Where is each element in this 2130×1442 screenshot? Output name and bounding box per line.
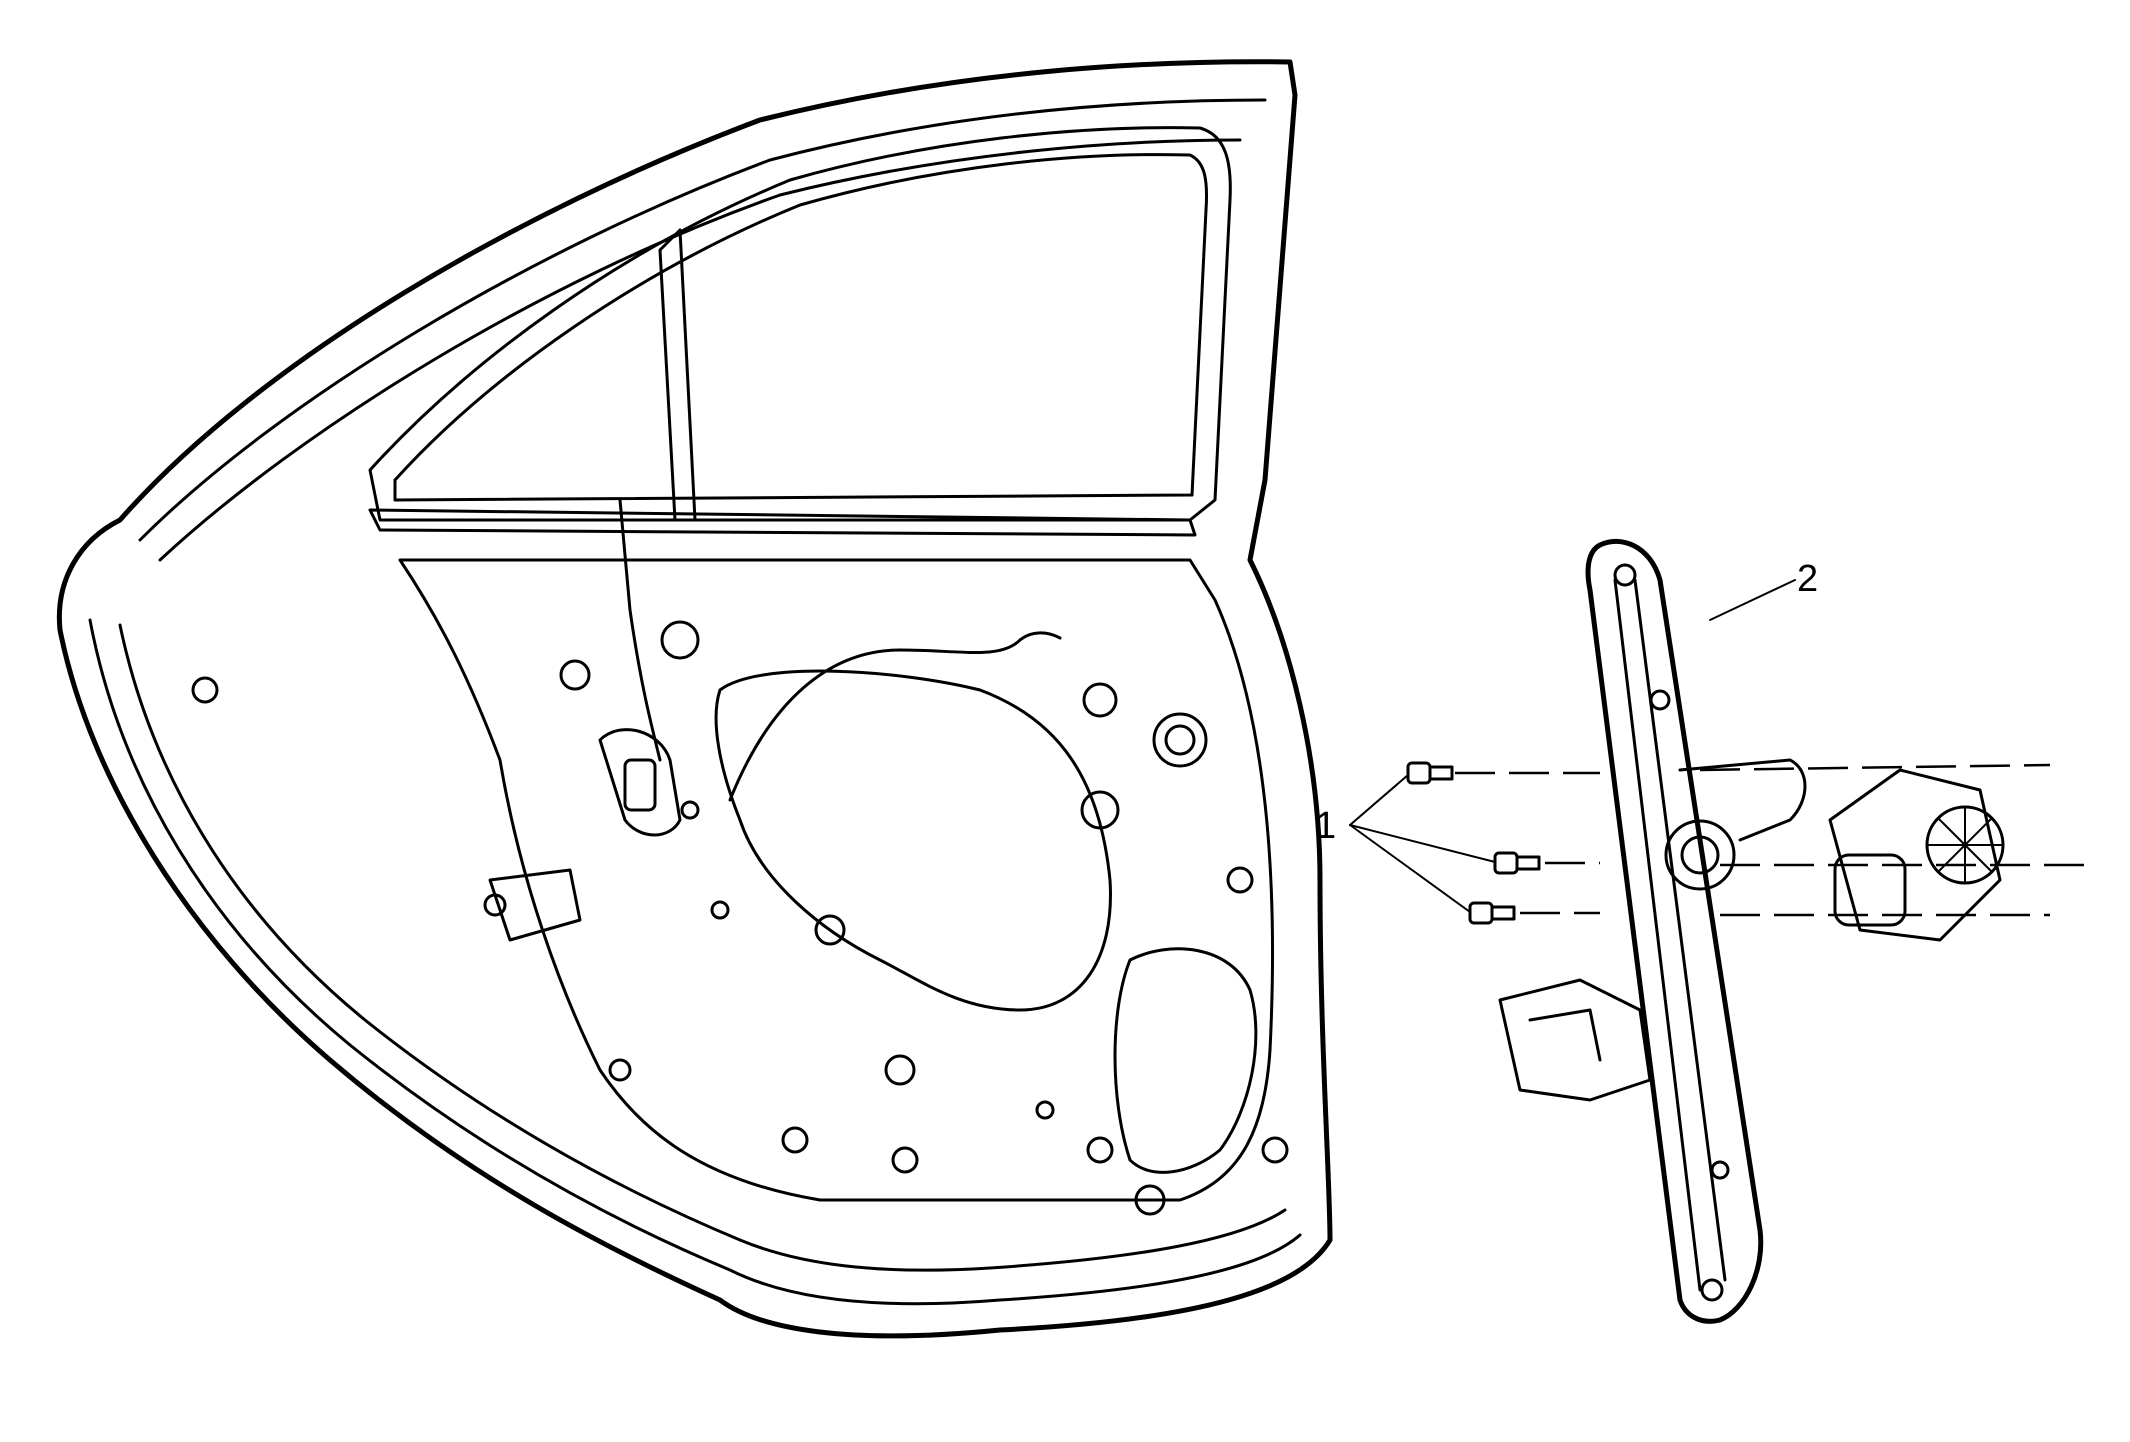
- window-regulator: [1498, 538, 1807, 1324]
- fasteners: [1349, 761, 2090, 925]
- regulator-motor: [1828, 768, 2005, 942]
- bolt-middle: [1493, 851, 1541, 875]
- rear-door-assembly: [56, 59, 1333, 1339]
- bolt-top: [1406, 761, 1454, 785]
- callout-fastener: 1: [1315, 805, 1337, 847]
- bolt-bottom: [1468, 901, 1516, 925]
- callout-window-regulator: 2: [1797, 558, 1819, 600]
